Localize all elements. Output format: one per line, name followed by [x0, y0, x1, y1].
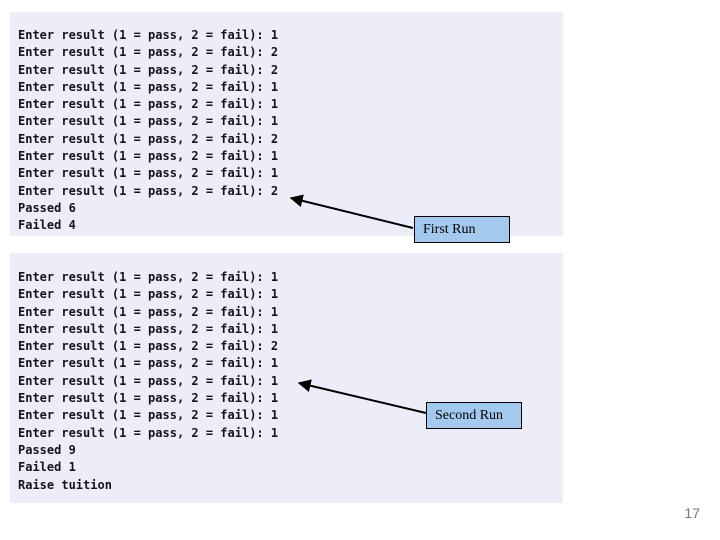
console-line: Raise tuition: [18, 477, 112, 492]
console-line: Passed 6: [18, 200, 76, 215]
console-line: Enter result (1 = pass, 2 = fail): 1: [18, 321, 279, 336]
console-line: Enter result (1 = pass, 2 = fail): 1: [18, 425, 279, 440]
console-line: Enter result (1 = pass, 2 = fail): 1: [18, 287, 279, 302]
callout-second-run: Second Run: [426, 402, 522, 429]
console-line: Enter result (1 = pass, 2 = fail): 1: [18, 373, 279, 388]
console-line: Failed 1: [18, 460, 76, 475]
callout-second-run-label: Second Run: [435, 407, 504, 423]
console-line: Enter result (1 = pass, 2 = fail): 2: [18, 339, 279, 354]
callout-first-run: First Run: [414, 216, 510, 243]
console-output-first-run: Enter result (1 = pass, 2 = fail): 1 Ente…: [10, 12, 563, 236]
console-line: Enter result (1 = pass, 2 = fail): 1: [18, 79, 279, 94]
callout-first-run-label: First Run: [423, 221, 476, 237]
console-output-second-run: Enter result (1 = pass, 2 = fail): 1 Ente…: [10, 253, 563, 503]
console-line: Enter result (1 = pass, 2 = fail): 1: [18, 270, 279, 284]
console-line: Enter result (1 = pass, 2 = fail): 1: [18, 28, 279, 42]
console-line: Enter result (1 = pass, 2 = fail): 1: [18, 166, 279, 181]
console-line: Enter result (1 = pass, 2 = fail): 1: [18, 114, 279, 129]
console-line: Enter result (1 = pass, 2 = fail): 1: [18, 97, 279, 112]
console-line: Failed 4: [18, 218, 76, 233]
console-line: Enter result (1 = pass, 2 = fail): 2: [18, 183, 279, 198]
console-line: Enter result (1 = pass, 2 = fail): 1: [18, 149, 279, 164]
console-line: Passed 9: [18, 442, 76, 457]
page-number: 17: [684, 505, 700, 521]
console-line: Enter result (1 = pass, 2 = fail): 1: [18, 356, 279, 371]
console-line: Enter result (1 = pass, 2 = fail): 2: [18, 131, 279, 146]
console-line: Enter result (1 = pass, 2 = fail): 2: [18, 62, 279, 77]
console-line: Enter result (1 = pass, 2 = fail): 2: [18, 45, 279, 60]
console-line: Enter result (1 = pass, 2 = fail): 1: [18, 408, 279, 423]
console-line: Enter result (1 = pass, 2 = fail): 1: [18, 391, 279, 406]
console-line: Enter result (1 = pass, 2 = fail): 1: [18, 304, 279, 319]
